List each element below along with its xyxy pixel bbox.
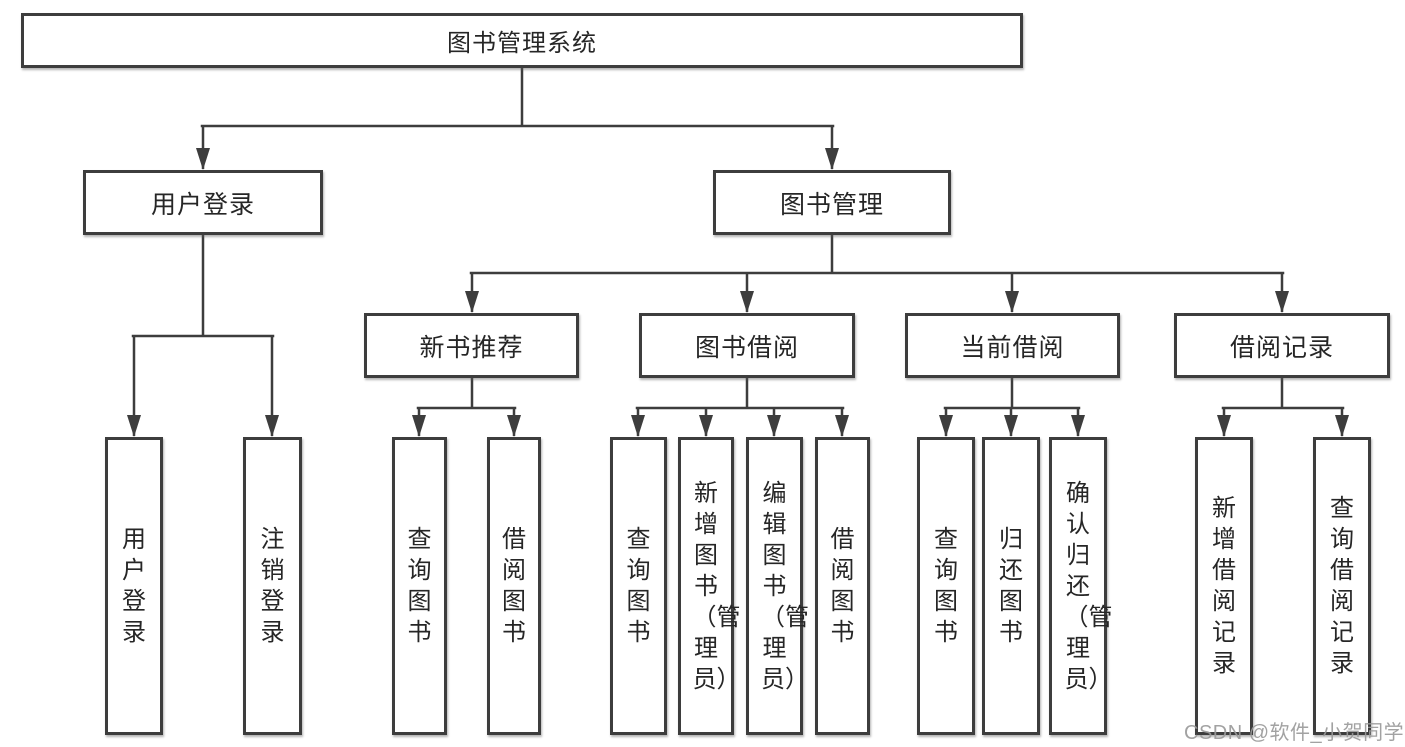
leaf-recommend-borrow-book-label: 借阅图书 xyxy=(502,526,526,646)
leaf-add-borrow-record-label: 新增借阅记录 xyxy=(1212,495,1236,677)
leaf-logout: 注销登录 xyxy=(243,437,302,735)
leaf-add-borrow-record: 新增借阅记录 xyxy=(1195,437,1253,735)
watermark: CSDN @软件_小贺同学 xyxy=(1184,722,1405,744)
leaf-recommend-borrow-book: 借阅图书 xyxy=(487,437,541,735)
node-book-borrow: 图书借阅 xyxy=(639,313,855,378)
node-book-management-label: 图书管理 xyxy=(779,190,884,219)
node-book-management: 图书管理 xyxy=(713,170,951,235)
node-new-book-recommend-label: 新书推荐 xyxy=(419,333,524,362)
leaf-recommend-query-book-label: 查询图书 xyxy=(407,526,432,646)
leaf-query-borrow-record: 查询借阅记录 xyxy=(1313,437,1371,735)
node-user-login-label: 用户登录 xyxy=(150,190,255,219)
leaf-borrow-query-book: 查询图书 xyxy=(610,437,667,735)
node-book-borrow-label: 图书借阅 xyxy=(694,333,799,362)
leaf-current-query-book-label: 查询图书 xyxy=(934,526,958,646)
leaf-borrow-book-label: 借阅图书 xyxy=(830,526,855,646)
leaf-edit-book-admin: 编辑图书（管理员） xyxy=(746,437,809,735)
leaf-current-query-book: 查询图书 xyxy=(917,437,975,735)
leaf-confirm-return-admin: 确认归还（管理员） xyxy=(1049,437,1113,735)
node-current-borrow: 当前借阅 xyxy=(905,313,1120,378)
leaf-edit-book-admin-label: 编辑图书（管理员） xyxy=(761,479,809,693)
leaf-add-book-admin-label: 新增图书（管理员） xyxy=(692,479,741,693)
leaf-add-book-admin: 新增图书（管理员） xyxy=(678,437,741,735)
leaf-return-book: 归还图书 xyxy=(982,437,1040,735)
leaf-return-book-label: 归还图书 xyxy=(999,526,1023,646)
node-new-book-recommend: 新书推荐 xyxy=(364,313,579,378)
leaf-borrow-query-book-label: 查询图书 xyxy=(626,526,651,646)
leaf-borrow-book: 借阅图书 xyxy=(815,437,870,735)
node-current-borrow-label: 当前借阅 xyxy=(960,333,1065,362)
leaf-user-login: 用户登录 xyxy=(105,437,163,735)
leaf-recommend-query-book: 查询图书 xyxy=(392,437,447,735)
node-borrow-records: 借阅记录 xyxy=(1174,313,1390,378)
node-library-system: 图书管理系统 xyxy=(21,13,1023,68)
leaf-user-login-label: 用户登录 xyxy=(122,526,146,646)
node-user-login: 用户登录 xyxy=(83,170,323,235)
node-borrow-records-label: 借阅记录 xyxy=(1229,333,1334,362)
leaf-confirm-return-admin-label: 确认归还（管理员） xyxy=(1064,479,1113,693)
node-library-system-label: 图书管理系统 xyxy=(447,30,597,57)
leaf-query-borrow-record-label: 查询借阅记录 xyxy=(1330,495,1354,677)
leaf-logout-label: 注销登录 xyxy=(260,526,285,646)
